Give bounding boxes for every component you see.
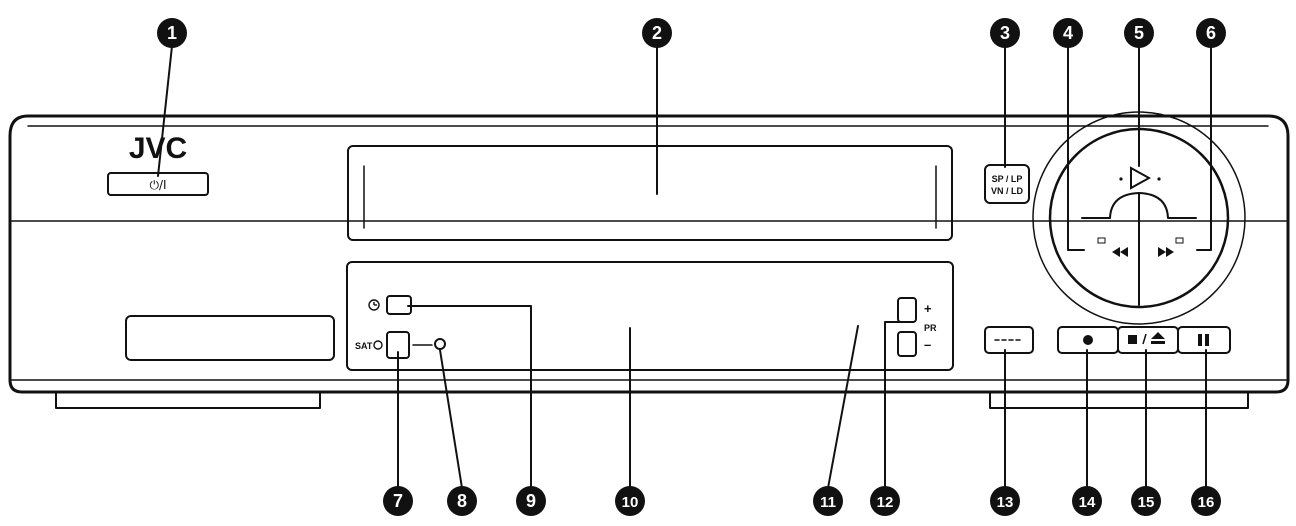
left-display-window — [125, 315, 335, 361]
callout-badge-15: 15 — [1131, 486, 1161, 516]
callout-badge-circle — [813, 486, 843, 516]
callout-number: 5 — [1134, 23, 1144, 43]
sp-lp-label-top: SP / LP — [992, 174, 1023, 184]
fast-forward-icon — [1158, 247, 1174, 257]
callout-number: 16 — [1198, 494, 1215, 511]
left-foot — [55, 391, 321, 409]
leader-9 — [407, 305, 532, 489]
callout-badge-4: 4 — [1053, 18, 1083, 48]
pause-button[interactable] — [1177, 326, 1231, 354]
stop-eject-button[interactable] — [1117, 326, 1179, 354]
callout-number: 3 — [1000, 23, 1010, 43]
callout-number: 6 — [1206, 23, 1216, 43]
front-display-panel — [346, 261, 954, 371]
callout-badge-circle — [642, 18, 672, 48]
operation-button-13[interactable] — [984, 326, 1034, 354]
callout-badge-11: 11 — [813, 486, 843, 516]
callout-badge-circle — [1053, 18, 1083, 48]
callout-badge-circle — [990, 18, 1020, 48]
callout-number: 2 — [652, 23, 662, 43]
callout-badge-circle — [383, 486, 413, 516]
timer-button[interactable] — [386, 295, 412, 315]
pause-icon-bar-left — [1198, 334, 1202, 346]
pr-plus-label: + — [924, 301, 932, 316]
cassette-slot-frame — [347, 145, 953, 241]
brand-logo: JVC — [129, 132, 187, 165]
sp-lp-button[interactable] — [984, 164, 1030, 204]
callout-badge-5: 5 — [1124, 18, 1154, 48]
callout-badge-10: 10 — [615, 486, 645, 516]
leader-8 — [439, 349, 463, 489]
callout-leaders — [157, 45, 1212, 489]
pause-icon-bar-right — [1205, 334, 1209, 346]
callout-badge-circle — [447, 486, 477, 516]
eject-icon — [1151, 332, 1165, 344]
callout-badge-circle — [1072, 486, 1102, 516]
callout-badge-14: 14 — [1072, 486, 1102, 516]
pr-minus-button[interactable] — [897, 331, 917, 357]
fast-forward-sub-icon — [1175, 237, 1184, 244]
callout-badge-circle — [1191, 486, 1221, 516]
stop-eject-slash — [1142, 333, 1147, 345]
callout-number: 1 — [167, 23, 177, 43]
callout-number: 7 — [393, 491, 403, 511]
callout-badge-1: 1 — [157, 18, 187, 48]
callout-badge-circle — [1124, 18, 1154, 48]
callout-number: 15 — [1138, 494, 1155, 511]
record-icon — [1083, 335, 1093, 345]
rewind-icon — [1112, 247, 1128, 257]
callout-badge-circle — [157, 18, 187, 48]
stop-icon — [1128, 335, 1137, 344]
play-right-dot — [1157, 177, 1161, 181]
power-button-label: ⏻/I — [149, 178, 166, 192]
callout-number: 10 — [622, 494, 639, 511]
callout-badge-circle — [990, 486, 1020, 516]
callout-number: 13 — [997, 494, 1014, 511]
rewind-sub-icon — [1097, 237, 1106, 244]
pr-minus-label: – — [924, 337, 931, 352]
callout-badge-13: 13 — [990, 486, 1020, 516]
callout-badge-16: 16 — [1191, 486, 1221, 516]
callout-badge-circle — [1131, 486, 1161, 516]
callout-badge-9: 9 — [516, 486, 546, 516]
timer-indicator-lamp — [434, 338, 446, 350]
sat-label: SAT — [355, 341, 373, 351]
vcr-body-outline — [8, 114, 1290, 394]
callout-number: 12 — [877, 494, 894, 511]
leader-6 — [1196, 45, 1212, 251]
leader-4 — [1067, 45, 1085, 251]
leader-1 — [157, 45, 173, 177]
pr-label: PR — [924, 323, 937, 333]
callout-badge-circle — [516, 486, 546, 516]
callout-badge-circle — [1196, 18, 1226, 48]
sp-lp-label-bottom: VN / LD — [991, 186, 1024, 196]
callout-badge-12: 12 — [870, 486, 900, 516]
leader-12 — [884, 321, 909, 489]
callout-number: 9 — [526, 491, 536, 511]
pr-plus-button[interactable] — [897, 297, 917, 323]
callout-badge-2: 2 — [642, 18, 672, 48]
callout-badge-3: 3 — [990, 18, 1020, 48]
callout-number: 14 — [1079, 494, 1096, 511]
play-left-dot — [1119, 177, 1123, 181]
callout-number: 8 — [457, 491, 467, 511]
callout-number: 4 — [1063, 23, 1073, 43]
callout-badge-6: 6 — [1196, 18, 1226, 48]
callout-badge-circle — [615, 486, 645, 516]
clock-icon — [368, 299, 380, 311]
leader-11 — [827, 325, 859, 489]
right-foot — [989, 391, 1249, 409]
callout-badge-7: 7 — [383, 486, 413, 516]
play-icon — [1130, 166, 1152, 190]
callout-number: 11 — [820, 494, 836, 511]
sat-clock-icon — [373, 340, 383, 350]
callout-badge-circle — [870, 486, 900, 516]
callout-badge-8: 8 — [447, 486, 477, 516]
